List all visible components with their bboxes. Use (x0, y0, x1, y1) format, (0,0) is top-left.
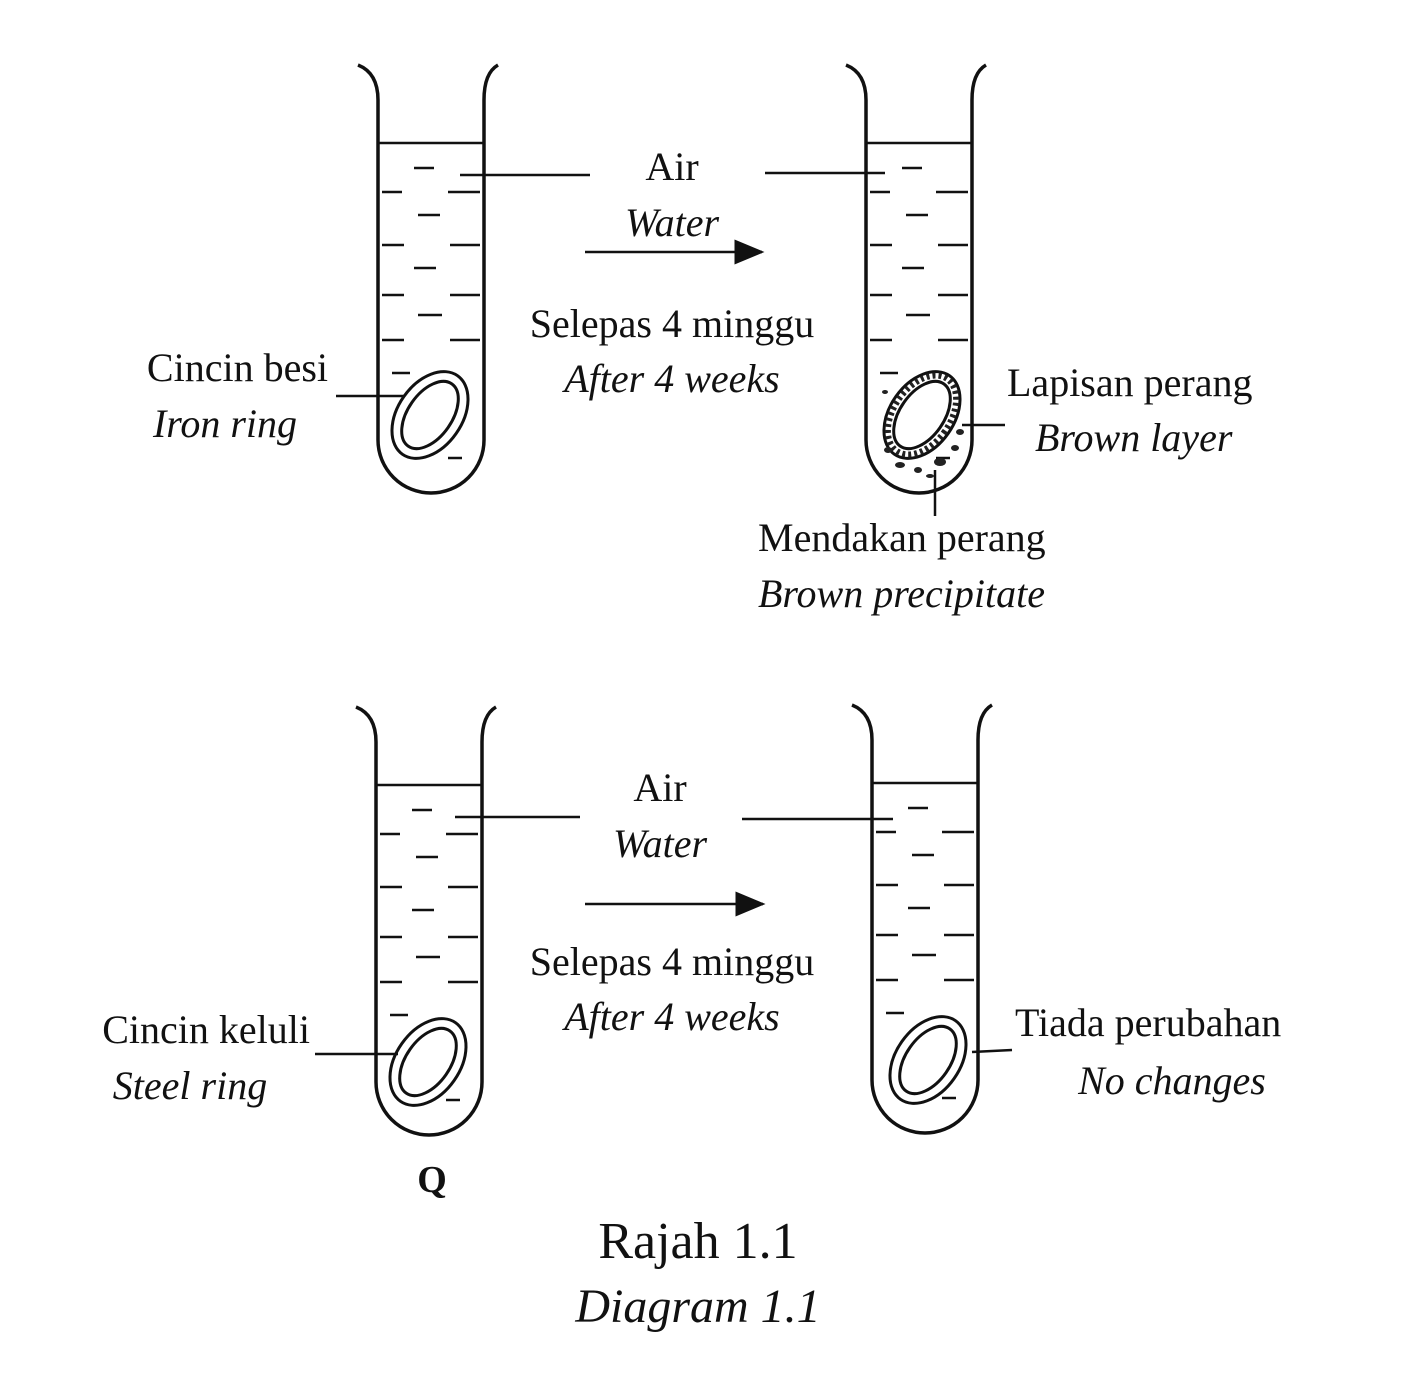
precipitate-label-en: Brown precipitate (758, 571, 1045, 616)
brown-precipitate-marks (882, 390, 964, 478)
iron-ring-shape (374, 355, 486, 475)
brown-layer-marks (884, 372, 960, 458)
time-label-ms-bottom: Selepas 4 minggu (530, 939, 814, 984)
brown-layer-label-ms: Lapisan perang (1007, 360, 1252, 405)
iron-ring-label-ms: Cincin besi (147, 345, 328, 390)
steel-ring-label-en: Steel ring (113, 1063, 267, 1108)
time-label-en-bottom: After 4 weeks (561, 994, 780, 1039)
water-label-en-bottom: Water (613, 821, 708, 866)
time-label-en: After 4 weeks (561, 356, 780, 401)
tube-iron-before (356, 63, 500, 495)
caption-en: Diagram 1.1 (574, 1280, 820, 1333)
no-change-leader (971, 1048, 1013, 1054)
steel-ring-label-ms: Cincin keluli (102, 1007, 310, 1052)
water-label-ms: Air (645, 144, 698, 189)
caption-ms: Rajah 1.1 (598, 1213, 797, 1270)
tube-steel-before (354, 705, 498, 1137)
water-label-en: Water (625, 200, 720, 245)
tube-steel-after (850, 703, 994, 1135)
tube-iron-after (844, 63, 988, 495)
steel-ring-after-shape (872, 1000, 984, 1120)
precipitate-label-ms: Mendakan perang (758, 515, 1046, 560)
time-label-ms: Selepas 4 minggu (530, 301, 814, 346)
iron-ring-label-en: Iron ring (152, 401, 297, 446)
brown-layer-label-en: Brown layer (1035, 415, 1233, 460)
no-change-label-ms: Tiada perubahan (1015, 1000, 1281, 1045)
no-change-label-en: No changes (1077, 1058, 1266, 1103)
tube-label-q: Q (417, 1159, 447, 1201)
rusted-ring-shape (866, 355, 978, 475)
water-label-ms-bottom: Air (633, 765, 686, 810)
steel-ring-shape (372, 1002, 484, 1122)
